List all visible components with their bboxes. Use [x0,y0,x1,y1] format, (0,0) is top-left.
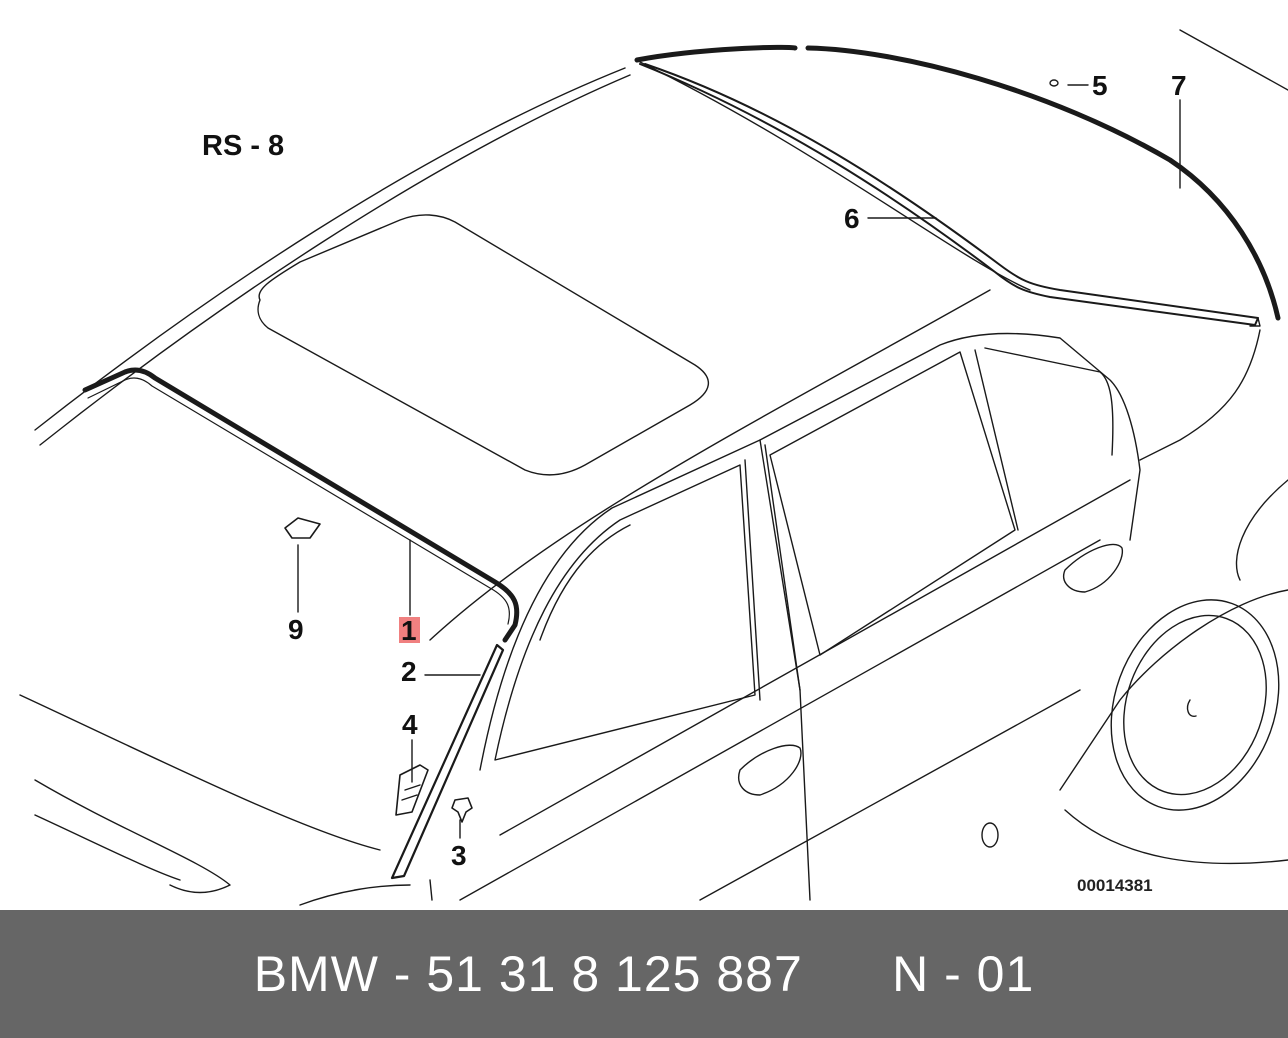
roof-edge-line [34,67,626,431]
windshield-seal [82,367,520,643]
body-shoulder-line [429,289,991,641]
rear-door-handle [1063,543,1124,593]
callout-1-highlight [399,617,420,643]
callout-6[interactable]: 6 [844,203,860,234]
rear-wheel [1123,614,1267,796]
piece-part-9 [284,517,321,539]
group-label: RS - 8 [202,130,284,162]
a-pillar-moulding [390,643,505,880]
roof-right-edge [639,61,1031,291]
rear-door-window [769,351,1016,656]
callout-2[interactable]: 2 [401,656,417,687]
front-door-window [494,464,756,761]
callout-5[interactable]: 5 [1092,70,1108,101]
callout-4[interactable]: 4 [402,709,418,740]
part-number-text: BMW - 51 31 8 125 887 N - 01 [253,946,1035,1002]
callout-9[interactable]: 9 [288,614,304,645]
fastener-part-3 [451,797,473,823]
part-5-marker [1049,79,1059,87]
clip-part-4 [395,764,429,816]
roof-edge-line-inner [39,74,631,446]
diagram-reference-number: 00014381 [1077,876,1153,895]
front-door-handle [738,744,802,796]
callout-7[interactable]: 7 [1171,70,1187,101]
parts-diagram: RS - 8 1 2 3 4 5 6 7 9 00014381 [19,29,1288,906]
callout-1[interactable]: 1 [401,615,417,646]
callout-3[interactable]: 3 [451,840,467,871]
part-number-footer: BMW - 51 31 8 125 887 N - 01 [0,910,1288,1038]
sunroof-panel [257,214,709,476]
rear-window-seal [634,44,1281,321]
